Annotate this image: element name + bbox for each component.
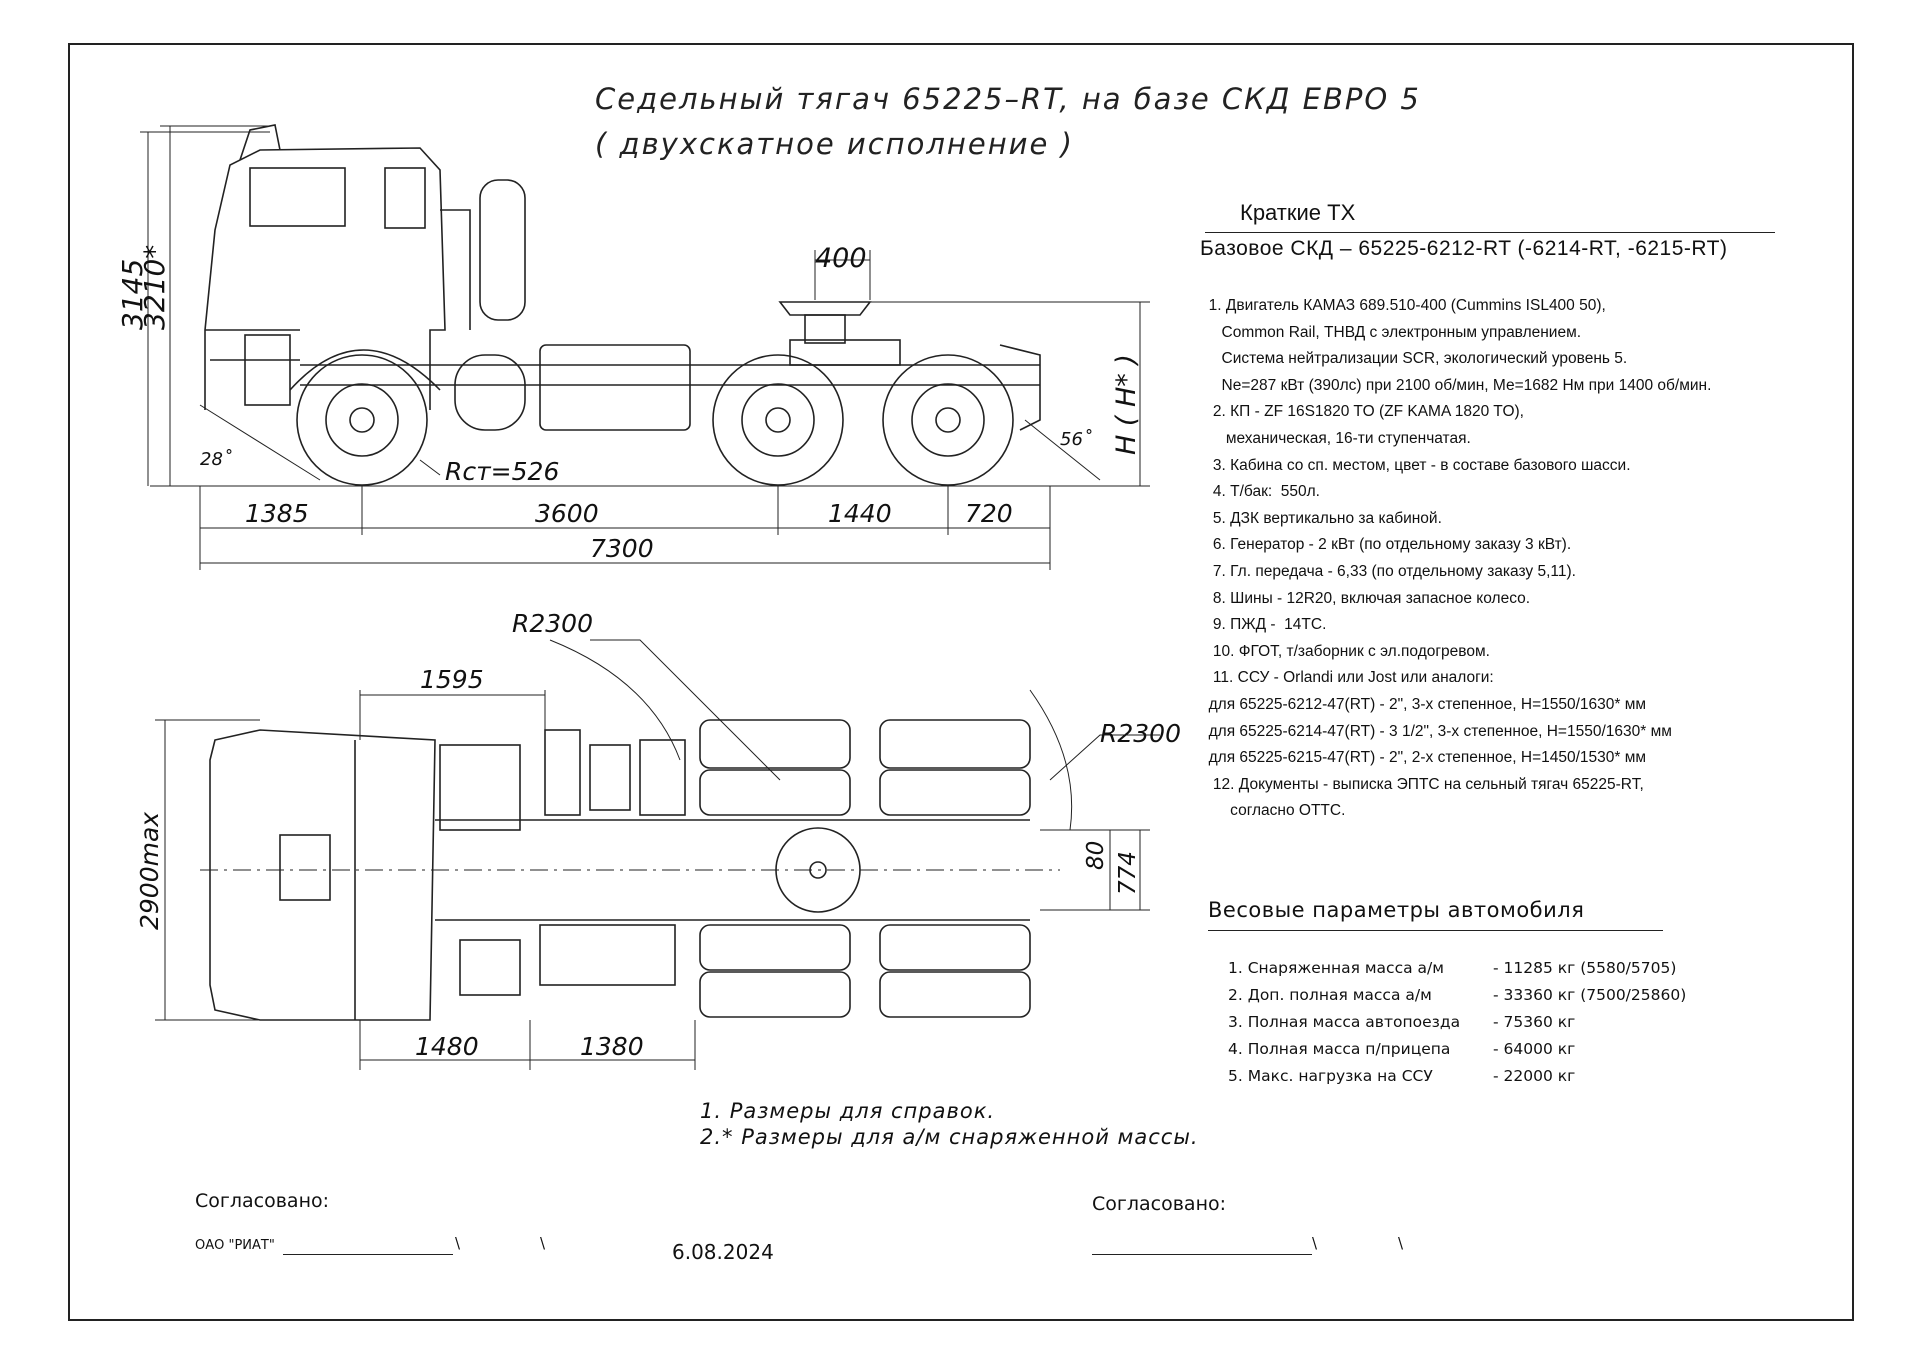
- weight-row: 5. Макс. нагрузка на ССУ - 22000 кг: [1228, 1063, 1686, 1090]
- weight-label: 1. Снаряженная масса а/м: [1228, 959, 1444, 977]
- weight-label: 3. Полная масса автопоезда: [1228, 1013, 1461, 1031]
- signature-line-right: [1092, 1254, 1312, 1255]
- dim-fifth-wheel-offset: 1595: [420, 665, 484, 694]
- engine: [439, 744, 521, 831]
- spec-item: 5. ДЗК вертикально за кабиной.: [1200, 509, 1442, 527]
- spec-item: для 65225-6212-47(RT) - 2", 3-х степенно…: [1200, 695, 1647, 713]
- approval-label-right: Согласовано:: [1092, 1193, 1227, 1215]
- spec-item: 11. ССУ - Orlandi или Jost или аналоги:: [1200, 669, 1494, 687]
- dim-rear-overhang: 720: [965, 499, 1013, 528]
- spec-item: для 65225-6214-47(RT) - 3 1/2", 3-х степ…: [1200, 722, 1672, 740]
- spec-item: Система нейтрализации SCR, экологический…: [1200, 350, 1628, 368]
- drawing-subtitle: ( двухскатное исполнение ): [595, 127, 1074, 161]
- spec-item: 6. Генератор - 2 кВт (по отдельному зака…: [1200, 536, 1572, 554]
- spec-item: 4. Т/бак: 550л.: [1200, 483, 1320, 501]
- rear-dual-wheel-2a: [879, 719, 1031, 769]
- spec-item: Common Rail, ТНВД с электронным управлен…: [1200, 323, 1582, 341]
- notes-block: 1. Размеры для справок. 2.* Размеры для …: [700, 1098, 1199, 1150]
- weight-label: 5. Макс. нагрузка на ССУ: [1228, 1067, 1433, 1085]
- dim-bottom-1: 1480: [415, 1032, 479, 1061]
- dim-bogie-base: 1440: [828, 499, 892, 528]
- spec-item: 2. КП - ZF 16S1820 TO (ZF KAMA 1820 TO),: [1200, 403, 1524, 421]
- rear-wheel-1: [712, 354, 844, 486]
- weight-value: - 11285 кг (5580/5705): [1493, 959, 1677, 977]
- cab-top: [209, 729, 436, 1021]
- weight-row: 3. Полная масса автопоезда - 75360 кг: [1228, 1009, 1686, 1036]
- dim-wheelbase: 3600: [535, 499, 599, 528]
- weights-divider: [1208, 930, 1663, 931]
- approval-org-left: ОАО "РИАТ": [195, 1238, 275, 1253]
- dim-turn-radius-front: R2300: [512, 609, 593, 638]
- signature-slash: \: [540, 1234, 546, 1252]
- spec-item: 10. ФГОТ, т/заборник с эл.подогревом.: [1200, 642, 1490, 660]
- spec-item: механическая, 16-ти ступенчатая.: [1200, 429, 1471, 447]
- dim-departure-angle: 56˚: [1060, 429, 1092, 450]
- specs-list: 1. Двигатель КАМАЗ 689.510-400 (Cummins …: [1200, 293, 1780, 825]
- weights-heading: Весовые параметры автомобиля: [1208, 898, 1585, 922]
- dim-width-max: 2900max: [135, 812, 164, 930]
- dim-fifth-wheel-height: H ( H* ): [1111, 354, 1142, 455]
- signature-slash: \: [1398, 1234, 1404, 1252]
- specs-heading: Краткие ТХ: [1240, 200, 1356, 225]
- weights-list: 1. Снаряженная масса а/м - 11285 кг (5580…: [1228, 955, 1686, 1090]
- weight-label: 2. Доп. полная масса а/м: [1228, 986, 1432, 1004]
- spec-item: 7. Гл. передача - 6,33 (по отдельному за…: [1200, 562, 1576, 580]
- rear-wheel-2: [882, 354, 1014, 486]
- weight-label: 4. Полная масса п/прицепа: [1228, 1040, 1451, 1058]
- dim-frame-width: 774: [1115, 851, 1141, 895]
- drawing-frame: [68, 43, 1854, 1321]
- spec-item: 1. Двигатель КАМАЗ 689.510-400 (Cummins …: [1200, 297, 1606, 314]
- spare-wheel: [479, 179, 526, 321]
- weight-row: 2. Доп. полная масса а/м - 33360 кг (750…: [1228, 982, 1686, 1009]
- fifth-wheel: [778, 301, 872, 316]
- dim-height-curb: 3210*: [138, 245, 171, 330]
- specs-base-chassis: Базовое СКД – 65225-6212-RT (-6214-RT, -…: [1200, 237, 1728, 260]
- weight-value: - 33360 кг (7500/25860): [1493, 986, 1687, 1004]
- drawing-title: Седельный тягач 65225–RT, на базе СКД ЕВ…: [595, 82, 1421, 116]
- document-date: 6.08.2024: [672, 1240, 774, 1264]
- cab-outline: [204, 147, 446, 410]
- dim-turn-radius-rear: R2300: [1100, 719, 1181, 748]
- spec-item: для 65225-6215-47(RT) - 2", 2-х степенно…: [1200, 749, 1647, 767]
- signature-slash: \: [1312, 1234, 1318, 1252]
- weight-value: - 75360 кг: [1493, 1013, 1576, 1031]
- dim-fifth-wheel-shift: 80: [1083, 841, 1109, 870]
- approval-label-left: Согласовано:: [195, 1190, 330, 1212]
- spec-item: 12. Документы - выписка ЭПТС на сельный …: [1200, 775, 1644, 793]
- spec-item: Ne=287 кВт (390лс) при 2100 об/мин, Ме=1…: [1200, 376, 1712, 394]
- specs-block: Краткие ТХ Базовое СКД – 65225-6212-RT (…: [1200, 200, 1780, 825]
- dim-bottom-2: 1380: [580, 1032, 644, 1061]
- spec-item: 8. Шины - 12R20, включая запасное колесо…: [1200, 589, 1531, 607]
- dim-front-overhang: 1385: [245, 499, 309, 528]
- dim-wheel-radius: Rст=526: [445, 457, 559, 486]
- weight-value: - 22000 кг: [1493, 1067, 1576, 1085]
- note-1: 1. Размеры для справок.: [700, 1099, 996, 1123]
- weight-row: 4. Полная масса п/прицепа - 64000 кг: [1228, 1036, 1686, 1063]
- cab-window-right: [384, 167, 426, 229]
- front-wheel: [296, 354, 428, 486]
- signature-slash: \: [455, 1234, 461, 1252]
- signature-line-left: [283, 1254, 453, 1255]
- spec-item: 3. Кабина со сп. местом, цвет - в состав…: [1200, 456, 1631, 474]
- weight-value: - 64000 кг: [1493, 1040, 1576, 1058]
- cab-window-left: [249, 167, 346, 227]
- note-2: 2.* Размеры для а/м снаряженной массы.: [700, 1125, 1199, 1149]
- fuel-tank: [539, 344, 691, 431]
- dim-overall-length: 7300: [590, 534, 654, 563]
- dim-fifth-wheel-width: 400: [815, 243, 867, 274]
- weight-row: 1. Снаряженная масса а/м - 11285 кг (5580…: [1228, 955, 1686, 982]
- dim-approach-angle: 28˚: [200, 449, 232, 470]
- specs-divider: [1205, 232, 1775, 233]
- spec-item: согласно ОТТС.: [1200, 802, 1346, 820]
- rear-dual-wheel-1a: [699, 719, 851, 769]
- dim-height-total: 3145: [116, 259, 149, 330]
- spec-item: 9. ПЖД - 14ТС.: [1200, 616, 1327, 634]
